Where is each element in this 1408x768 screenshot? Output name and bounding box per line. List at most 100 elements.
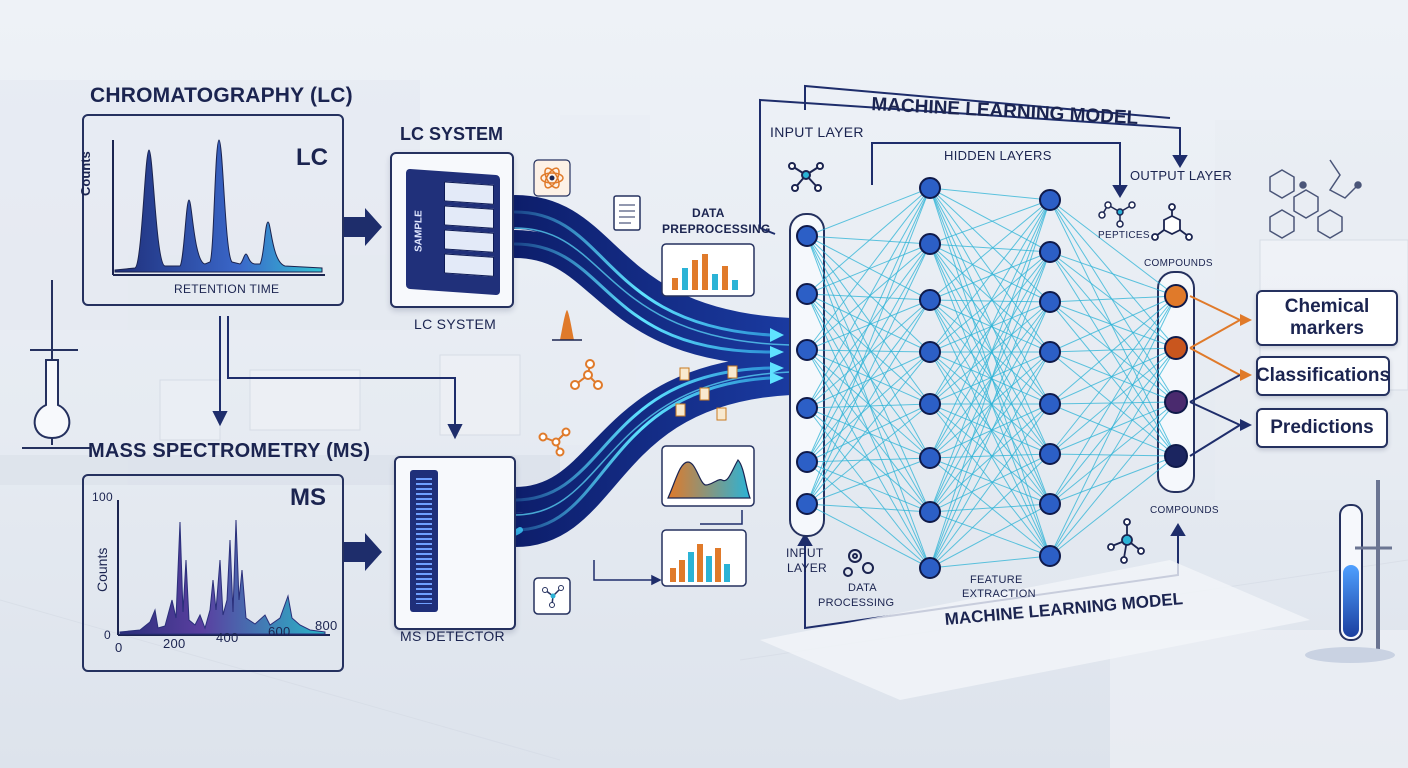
network-node-layer-1: [919, 177, 941, 199]
ms-x-tick-600: 600: [268, 624, 291, 639]
network-edge: [806, 351, 931, 463]
network-edge: [929, 453, 1051, 569]
network-node-layer-0: [796, 397, 818, 419]
ml-panel-base: [760, 560, 1310, 700]
network-edge: [1049, 401, 1177, 455]
network-edge: [929, 199, 1051, 513]
network-edge: [806, 293, 931, 459]
lc-to-ms-connector: [212, 316, 463, 440]
network-edge: [1049, 295, 1177, 505]
network-edge: [1049, 455, 1177, 505]
network-edge: [806, 235, 931, 353]
ms-x-tick-200: 200: [163, 636, 186, 651]
network-node-layer-2: [1039, 189, 1061, 211]
network-edge: [1049, 351, 1177, 457]
network-edge: [929, 403, 1051, 455]
network-edge: [1049, 295, 1177, 303]
instrument-slot-1: [444, 181, 494, 205]
hidden-layers-label: HIDDEN LAYERS: [944, 148, 1052, 163]
network-edge: [1049, 199, 1177, 403]
network-node-layer-1: [919, 289, 941, 311]
network-edge: [929, 199, 1051, 405]
compound-molecule-icon-top: [1151, 203, 1193, 241]
network-edge: [929, 199, 1051, 301]
output-arrows: [1189, 295, 1252, 457]
network-edge: [1049, 301, 1177, 457]
network-edge: [929, 251, 1051, 513]
network-node-layer-2: [1039, 393, 1061, 415]
ms-detector-card: [394, 456, 516, 630]
network-edge: [929, 403, 1051, 505]
network-edge: [1049, 401, 1177, 505]
lc-chromatogram-trace: [114, 139, 323, 273]
network-edge: [929, 457, 1051, 505]
feature-extraction-line-1: FEATURE: [970, 574, 1023, 586]
network-edge: [806, 293, 931, 513]
network-edge: [806, 403, 931, 505]
network-edge: [929, 187, 1051, 557]
network-edge: [929, 503, 1051, 569]
network-edge: [1049, 295, 1177, 405]
test-tube-icon: [1305, 480, 1395, 663]
ms-x-tick-0: 0: [115, 640, 123, 655]
network-edge: [806, 461, 931, 569]
input-layer-bottom-line-2: LAYER: [787, 561, 827, 575]
network-edge: [806, 187, 931, 505]
network-node-layer-3: [1164, 444, 1188, 468]
atom-icon: [533, 159, 571, 197]
network-edge: [1049, 453, 1177, 457]
network-node-layer-0: [796, 451, 818, 473]
network-edge: [806, 243, 931, 463]
network-edge: [929, 299, 1051, 455]
data-streams: [467, 195, 807, 547]
network-edge: [929, 187, 1051, 353]
network-edge: [806, 349, 931, 569]
network-edge: [806, 187, 931, 409]
detector-bars: [416, 478, 432, 604]
network-edge: [806, 349, 931, 353]
network-edge: [1049, 295, 1177, 353]
lc-panel-title: CHROMATOGRAPHY (LC): [90, 84, 353, 107]
network-nodes: [796, 177, 1188, 579]
document-icon-tile: [613, 195, 641, 231]
network-edge: [929, 243, 1051, 505]
lc-chart: [112, 139, 325, 276]
network-edge: [1049, 347, 1177, 405]
network-edge: [806, 187, 931, 295]
input-layer-label: INPUT LAYER: [770, 124, 864, 140]
network-edge: [929, 199, 1051, 569]
network-edge: [929, 243, 1051, 303]
network-node-layer-3: [1164, 284, 1188, 308]
lc-instrument: SAMPLE: [406, 168, 500, 296]
network-edge: [806, 293, 931, 405]
network-edge: [929, 403, 1051, 557]
network-edge: [929, 187, 1051, 303]
network-edge: [806, 351, 931, 505]
network-node-layer-1: [919, 233, 941, 255]
network-node-layer-1: [919, 447, 941, 469]
network-edge: [929, 187, 1051, 201]
sample-label: SAMPLE: [413, 209, 425, 253]
network-edge: [929, 503, 1051, 513]
ms-badge: MS: [290, 484, 326, 511]
network-edge: [1049, 251, 1177, 349]
network-edge: [929, 403, 1051, 459]
network-edge: [806, 457, 931, 505]
network-edge: [929, 453, 1051, 459]
document-icon: [675, 365, 738, 421]
network-edge: [929, 243, 1051, 405]
network-edge: [806, 503, 931, 513]
peptide-molecule-icon: [1098, 201, 1136, 228]
data-processing-line-1: DATA: [848, 582, 877, 594]
network-node-layer-2: [1039, 241, 1061, 263]
hexagon-molecule-icon: [1269, 159, 1362, 239]
lc-system-title: LC SYSTEM: [400, 124, 504, 144]
network-node-layer-1: [919, 341, 941, 363]
network-edge: [806, 299, 931, 463]
network-node-layer-2: [1039, 493, 1061, 515]
instrument-slot-3: [444, 229, 494, 253]
network-edge: [1049, 251, 1177, 457]
network-edge: [806, 243, 931, 505]
network-edge: [929, 187, 1051, 455]
network-node-layer-3: [1164, 390, 1188, 414]
